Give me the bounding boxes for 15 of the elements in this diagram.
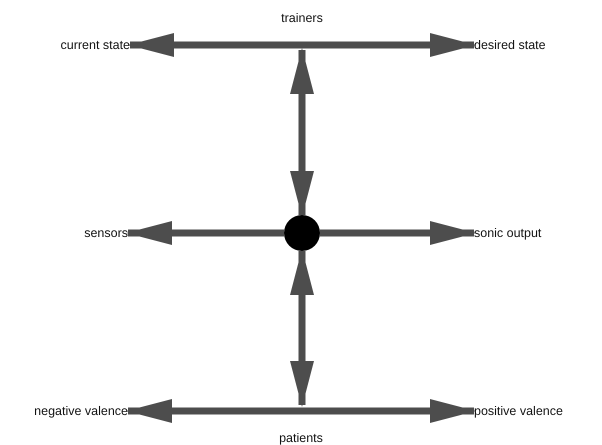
edge-label: patients [279,430,323,445]
node-label: current state [20,37,130,53]
double-arrow [128,33,476,57]
node-label: sonic output [474,225,574,241]
node-label: negative valence [2,403,128,419]
double-arrow [126,399,476,423]
double-arrow [290,48,314,217]
node-label: positive valence [474,403,600,419]
edge-label: trainers [281,10,323,26]
node-label: sensors [30,225,128,241]
node-label: desired state [474,37,574,53]
double-arrow [290,249,314,407]
junction-circle [284,215,320,251]
arrow [320,221,476,245]
arrow [126,221,284,245]
